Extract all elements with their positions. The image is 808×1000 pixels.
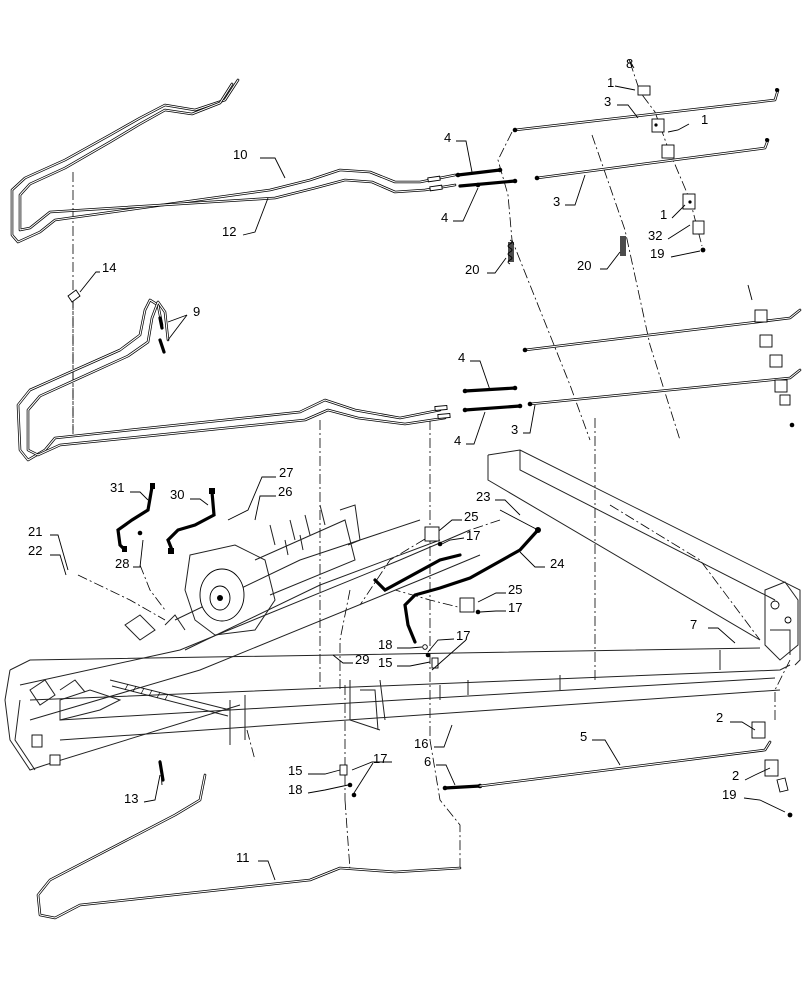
callout-c4a: 4	[444, 130, 451, 145]
callout-c4d: 4	[454, 433, 461, 448]
callout-c15a: 15	[378, 655, 392, 670]
callout-c3a: 3	[604, 94, 611, 109]
hub-motor-unit	[184, 504, 361, 636]
fittings-9	[158, 316, 166, 354]
callout-c18a: 18	[378, 637, 392, 652]
callout-c30: 30	[170, 487, 184, 502]
callout-c5: 5	[580, 729, 587, 744]
callout-c22: 22	[28, 543, 42, 558]
callout-c16: 16	[414, 736, 428, 751]
clamps-25	[424, 526, 481, 615]
callout-c3b: 3	[553, 194, 560, 209]
callout-c7: 7	[690, 617, 697, 632]
callout-c25b: 25	[508, 582, 522, 597]
frame-structure	[4, 449, 801, 771]
callout-c21: 21	[28, 524, 42, 539]
leaders	[50, 85, 786, 881]
callout-c14: 14	[102, 260, 116, 275]
callout-c9: 9	[193, 304, 200, 319]
callout-c6: 6	[424, 754, 431, 769]
tube-3-middle-lower	[527, 368, 802, 407]
callout-c19b: 19	[722, 787, 736, 802]
tube-13	[158, 759, 165, 786]
hydraulic-tube-middle-b	[26, 300, 447, 457]
callout-c2b: 2	[732, 768, 739, 783]
decal-14	[67, 289, 81, 303]
fasteners-15-17-18	[339, 644, 439, 798]
clamps-top-right	[628, 59, 706, 253]
callout-c28: 28	[115, 556, 129, 571]
callout-c20b: 20	[577, 258, 591, 273]
tube-5	[442, 740, 772, 791]
callout-c26: 26	[278, 484, 292, 499]
callout-c4b: 4	[441, 210, 448, 225]
callout-c1a: 1	[607, 75, 614, 90]
callout-c3c: 3	[511, 422, 518, 437]
callout-c24: 24	[550, 556, 564, 571]
callout-c1c: 1	[660, 207, 667, 222]
callout-c18b: 18	[288, 782, 302, 797]
callout-c19a: 19	[650, 246, 664, 261]
hydraulic-tube-middle	[16, 298, 442, 462]
couplings-top	[427, 167, 518, 192]
callout-c29: 29	[355, 652, 369, 667]
hydraulic-tube-12	[18, 82, 457, 232]
clamps-middle-right	[747, 284, 795, 428]
callout-c13: 13	[124, 791, 138, 806]
callout-c17a: 17	[466, 528, 480, 543]
callout-c31: 31	[110, 480, 124, 495]
callout-c17d: 17	[373, 751, 387, 766]
callout-c23: 23	[476, 489, 490, 504]
callout-c27: 27	[279, 465, 293, 480]
hose-31	[116, 483, 155, 552]
callout-c2a: 2	[716, 710, 723, 725]
callout-c10: 10	[233, 147, 247, 162]
tube-3-middle-upper	[522, 308, 802, 353]
tube-3-upper	[512, 88, 780, 133]
alignment-lines	[72, 61, 791, 871]
callout-c20a: 20	[465, 262, 479, 277]
callout-c17b: 17	[508, 600, 522, 615]
tube-3-lower	[534, 138, 770, 181]
callout-c11: 11	[236, 850, 250, 865]
couplings-middle	[434, 385, 523, 420]
hose-30	[166, 488, 216, 554]
callout-c4c: 4	[458, 350, 465, 365]
hydraulic-tube-11	[36, 773, 462, 920]
callout-c25a: 25	[464, 509, 478, 524]
fitting-28	[137, 530, 143, 536]
callout-c32: 32	[648, 228, 662, 243]
callout-c1b: 1	[701, 112, 708, 127]
callout-c15b: 15	[288, 763, 302, 778]
hose-24	[373, 509, 541, 644]
clamps-2-19	[751, 721, 793, 818]
callout-c8a: 8	[626, 56, 633, 71]
callout-c17c: 17	[456, 628, 470, 643]
callout-c12: 12	[222, 224, 236, 239]
hydraulic-tube-10	[10, 78, 457, 244]
spring-clips-20	[507, 236, 626, 265]
